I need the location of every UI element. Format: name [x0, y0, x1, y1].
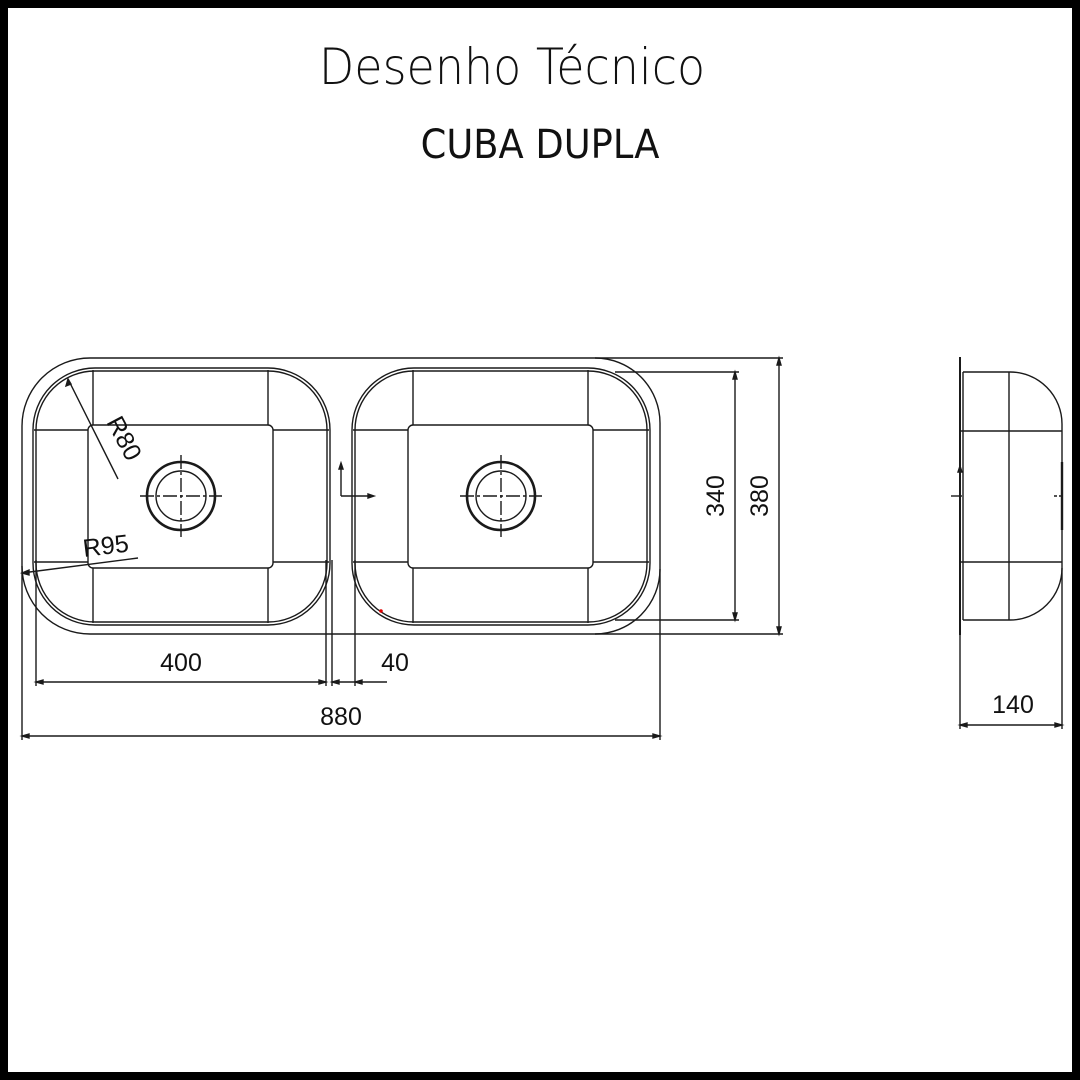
- dim-label-380: 380: [746, 475, 774, 517]
- side-view: [951, 357, 1065, 729]
- drawing-sheet: [8, 8, 1072, 1072]
- dim-label-400: 400: [160, 649, 202, 677]
- dim-label-340: 340: [702, 475, 730, 517]
- page-title: Desenho Técnico: [318, 38, 706, 96]
- axis-icon: [338, 460, 377, 499]
- right-bowl: [351, 367, 739, 626]
- drain-icon: [460, 455, 542, 537]
- dim-label-880: 880: [320, 703, 362, 731]
- left-bowl: [19, 367, 331, 626]
- marker-dot: [379, 609, 383, 613]
- dim-label-140: 140: [992, 691, 1034, 719]
- dim-label-40: 40: [381, 649, 409, 677]
- drain-icon: [140, 455, 222, 537]
- radius-label-r95: R95: [81, 530, 130, 563]
- product-name: CUBA DUPLA: [420, 122, 660, 168]
